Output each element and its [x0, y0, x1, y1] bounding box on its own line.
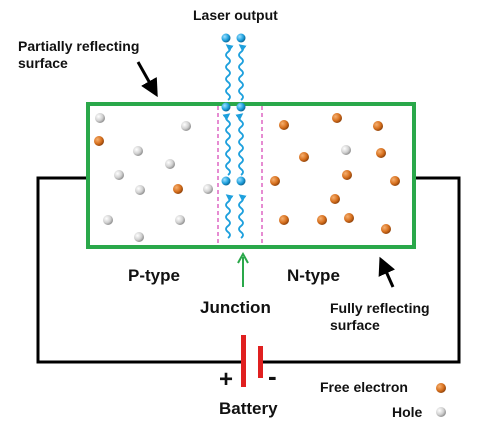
- holes-group: [95, 113, 351, 242]
- free-electron-particle: [376, 148, 386, 158]
- free-electron-particle: [342, 170, 352, 180]
- photon-wave: [225, 44, 234, 101]
- legend-hole-label: Hole: [392, 404, 423, 420]
- legend-free-electron-icon: [436, 383, 446, 393]
- hole-particle: [134, 232, 144, 242]
- partially-reflecting-label-line2: surface: [18, 55, 68, 71]
- battery-plate-short: [258, 346, 263, 378]
- junction-region: [217, 106, 263, 245]
- p-type-label: P-type: [128, 266, 180, 285]
- photon-particle: [221, 176, 231, 186]
- free-electron-particle: [270, 176, 280, 186]
- photon-particle: [236, 102, 246, 112]
- free-electron-particle: [390, 176, 400, 186]
- photon-wave: [225, 194, 234, 239]
- hole-particle: [95, 113, 105, 123]
- legend-free-electron-label: Free electron: [320, 379, 408, 395]
- partially-reflecting-label-line1: Partially reflecting: [18, 38, 139, 54]
- free-electron-particle: [279, 215, 289, 225]
- battery-minus-sign: -: [268, 361, 277, 391]
- photon-particle: [236, 176, 246, 186]
- photons-group: [221, 33, 247, 239]
- hole-particle: [103, 215, 113, 225]
- hole-particle: [203, 184, 213, 194]
- hole-particle: [175, 215, 185, 225]
- battery-label: Battery: [219, 399, 278, 418]
- free-electron-particle: [332, 113, 342, 123]
- hole-particle: [114, 170, 124, 180]
- hole-particle: [341, 145, 351, 155]
- photon-particle: [221, 102, 231, 112]
- n-type-label: N-type: [287, 266, 340, 285]
- photon-wave: [238, 44, 247, 101]
- photon-wave: [235, 113, 244, 176]
- partially-reflecting-arrow: [136, 61, 158, 98]
- hole-particle: [181, 121, 191, 131]
- circuit-wires: [36, 176, 461, 364]
- photon-wave: [222, 113, 231, 176]
- fully-reflecting-arrow: [378, 256, 396, 288]
- hole-particle: [165, 159, 175, 169]
- battery-plus-sign: +: [219, 366, 233, 393]
- photon-particle: [221, 33, 231, 43]
- wire-left: [36, 176, 243, 364]
- fully-reflecting-label-line2: surface: [330, 317, 380, 333]
- photon-particle: [236, 33, 246, 43]
- fully-reflecting-label-line1: Fully reflecting: [330, 300, 430, 316]
- electrons-group: [94, 113, 400, 234]
- free-electron-particle: [173, 184, 183, 194]
- hole-particle: [133, 146, 143, 156]
- battery-symbol: [241, 335, 263, 387]
- free-electron-particle: [279, 120, 289, 130]
- legend-hole-icon: [436, 407, 446, 417]
- free-electron-particle: [344, 213, 354, 223]
- junction-arrow-head: [237, 251, 249, 264]
- wire-right: [263, 176, 461, 364]
- free-electron-particle: [381, 224, 391, 234]
- photon-wave: [238, 194, 247, 239]
- hole-particle: [135, 185, 145, 195]
- battery-plate-long: [241, 335, 246, 387]
- diode-box: [86, 102, 416, 249]
- free-electron-particle: [317, 215, 327, 225]
- junction-label: Junction: [200, 298, 271, 317]
- free-electron-particle: [94, 136, 104, 146]
- free-electron-particle: [299, 152, 309, 162]
- free-electron-particle: [373, 121, 383, 131]
- laser-output-label: Laser output: [193, 7, 278, 23]
- free-electron-particle: [330, 194, 340, 204]
